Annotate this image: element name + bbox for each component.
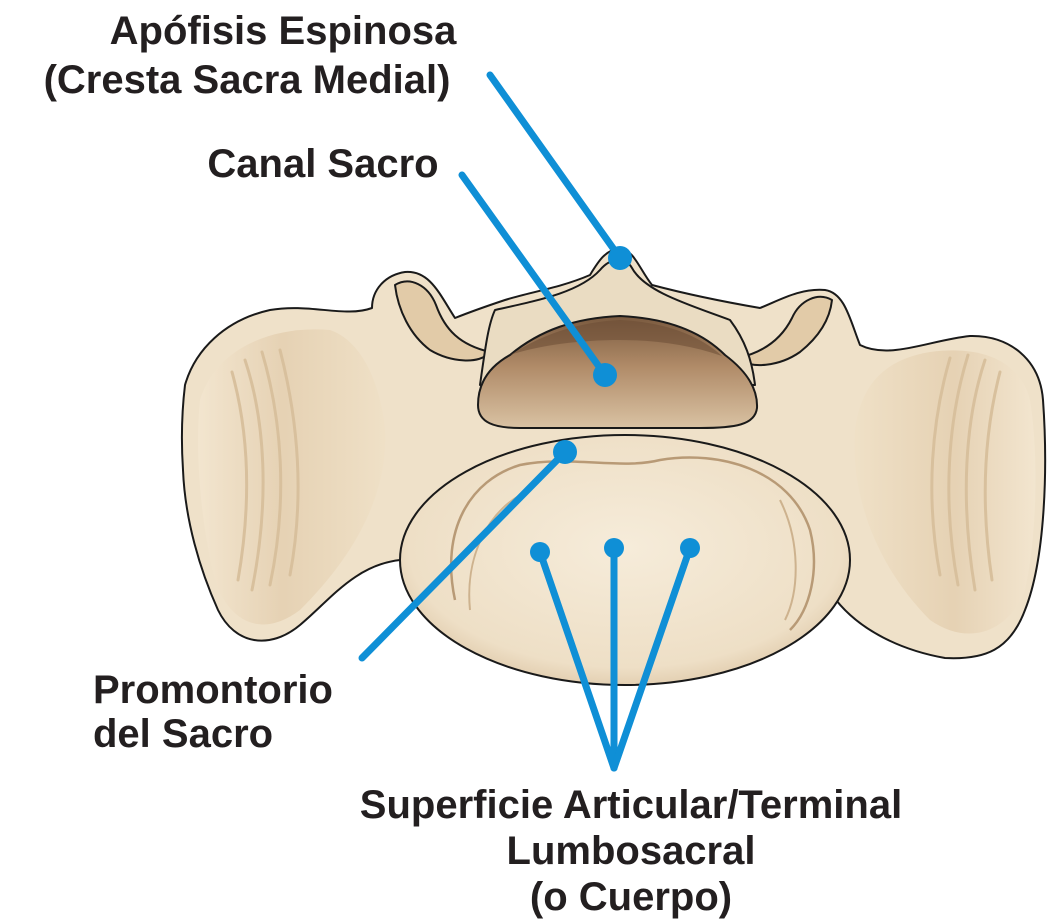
label-surface-line2: Lumbosacral bbox=[507, 829, 756, 873]
sacral-body bbox=[400, 435, 850, 685]
pointer-dot-promontory bbox=[553, 440, 577, 464]
label-surface-line1: Superficie Articular/Terminal bbox=[360, 783, 902, 827]
label-spinous-line2: (Cresta Sacra Medial) bbox=[44, 58, 451, 102]
label-canal: Canal Sacro bbox=[207, 142, 438, 186]
pointer-line-spinous bbox=[490, 75, 620, 258]
pointer-dot-surface-center bbox=[604, 538, 624, 558]
pointer-dot-canal bbox=[593, 363, 617, 387]
pointer-dot-surface-left bbox=[530, 542, 550, 562]
pointer-dot-spinous bbox=[608, 246, 632, 270]
label-surface-line3: (o Cuerpo) bbox=[530, 875, 732, 919]
label-spinous-line1: Apófisis Espinosa bbox=[110, 9, 457, 53]
pointer-dot-surface-right bbox=[680, 538, 700, 558]
label-promontory-line2: del Sacro bbox=[93, 712, 273, 756]
label-promontory-line1: Promontorio bbox=[93, 668, 333, 712]
